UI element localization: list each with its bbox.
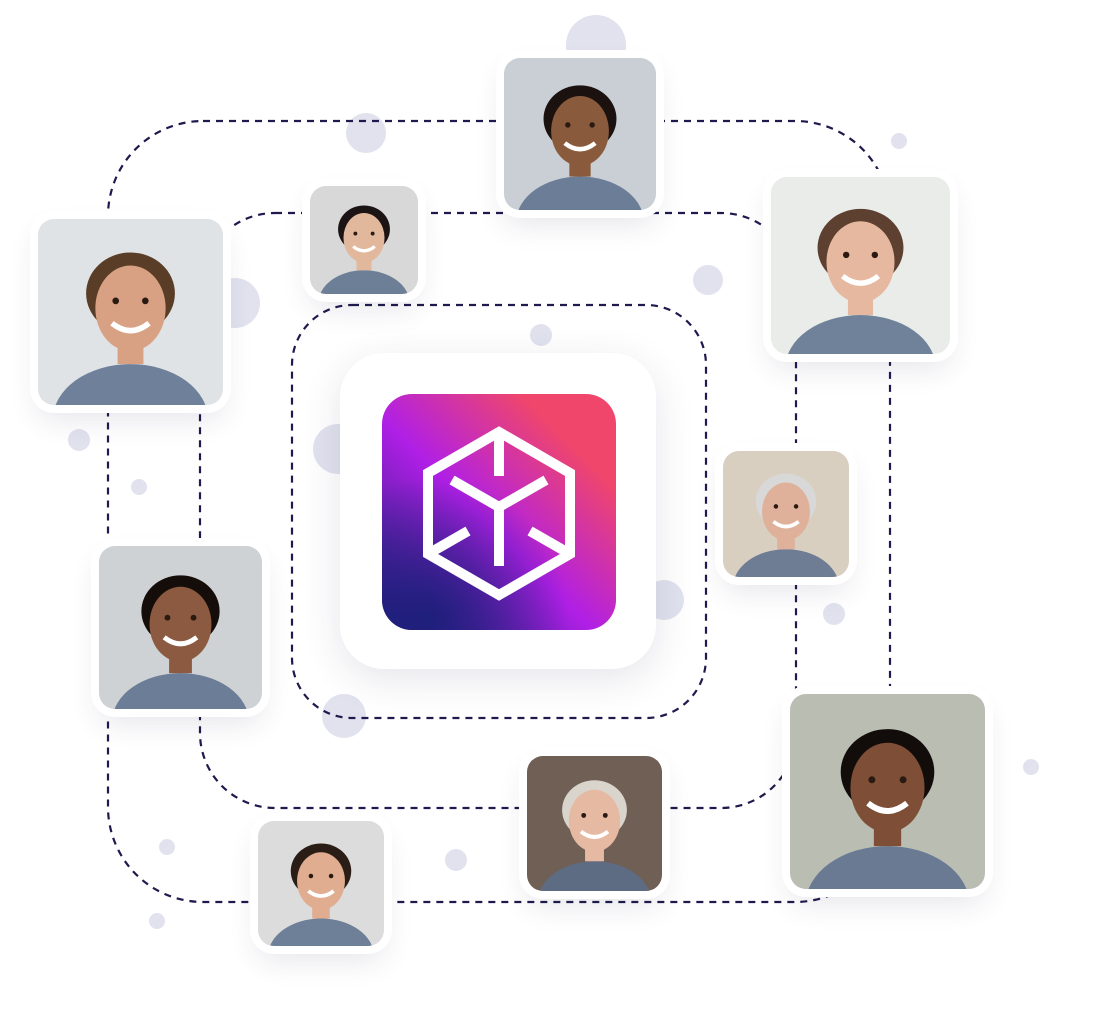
participant-photo-7 [790,694,985,889]
decorative-dot [159,839,175,855]
person-avatar-icon [504,58,656,210]
participant-photo-5 [723,451,849,577]
inner-ring [290,303,708,720]
participant-photo-2 [310,186,418,294]
person-avatar-icon [310,186,418,294]
participant-photo-9 [258,821,384,946]
participant-photo-4 [771,177,950,354]
hexagon-cube-icon [382,394,616,630]
person-avatar-icon [771,177,950,354]
decorative-dot [346,113,386,153]
decorative-dot [1023,759,1039,775]
person-avatar-icon [723,451,849,577]
participant-photo-6 [99,546,262,709]
person-avatar-icon [38,219,223,405]
decorative-dot [131,479,147,495]
decorative-dot [693,265,723,295]
decorative-dot [891,133,907,149]
app-logo [382,394,616,630]
person-avatar-icon [527,756,662,891]
app-logo-card [340,353,656,669]
person-avatar-icon [258,821,384,946]
decorative-dot [322,694,366,738]
decorative-dot [149,913,165,929]
decorative-dot [68,429,90,451]
participant-photo-3 [38,219,223,405]
person-avatar-icon [790,694,985,889]
participant-photo-8 [527,756,662,891]
decorative-dot [823,603,845,625]
decorative-dot [530,324,552,346]
decorative-dot [445,849,467,871]
person-avatar-icon [99,546,262,709]
participant-photo-1 [504,58,656,210]
